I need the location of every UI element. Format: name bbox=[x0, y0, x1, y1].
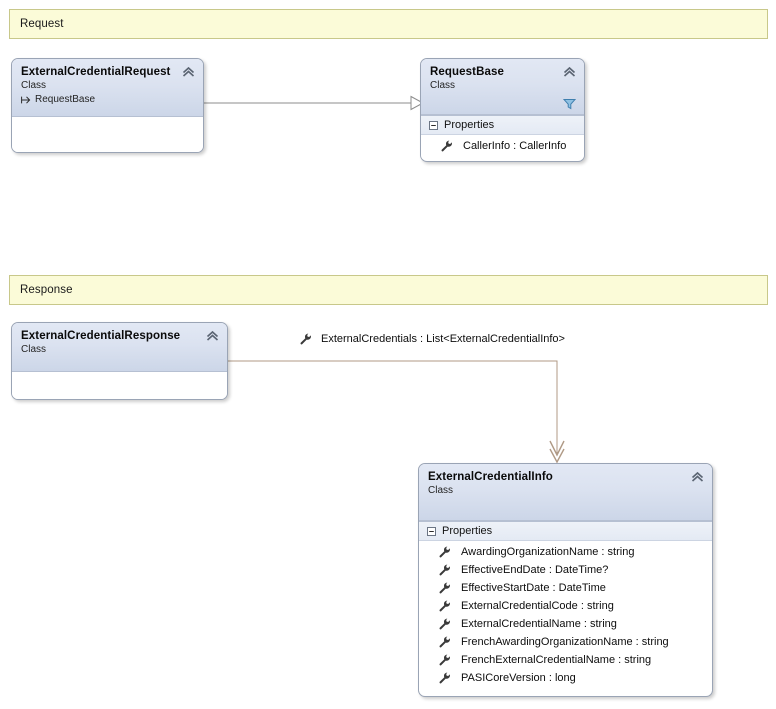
class-stereotype: Class bbox=[21, 80, 47, 91]
connector-inheritance bbox=[204, 95, 425, 111]
band-response[interactable]: Response bbox=[9, 275, 768, 305]
wrench-icon bbox=[439, 654, 450, 666]
member-label: AwardingOrganizationName : string bbox=[461, 546, 635, 558]
class-stereotype: Class bbox=[21, 344, 47, 355]
association-label-text: ExternalCredentials : List<ExternalCrede… bbox=[321, 333, 565, 345]
inheritance-arrow-icon bbox=[21, 95, 31, 104]
wrench-icon bbox=[439, 618, 450, 630]
member-row[interactable]: ExternalCredentialCode : string bbox=[419, 597, 712, 615]
wrench-icon bbox=[439, 672, 450, 684]
member-row[interactable]: EffectiveEndDate : DateTime? bbox=[419, 561, 712, 579]
class-title: RequestBase bbox=[430, 66, 504, 78]
funnel-icon[interactable] bbox=[563, 98, 576, 110]
compartment-label: Properties bbox=[442, 525, 493, 537]
wrench-icon bbox=[300, 333, 311, 345]
compartment-label: Properties bbox=[444, 119, 495, 131]
member-label: FrenchAwardingOrganizationName : string bbox=[461, 636, 669, 648]
member-label: ExternalCredentialName : string bbox=[461, 618, 617, 630]
wrench-icon bbox=[441, 140, 452, 152]
member-row[interactable]: ExternalCredentialName : string bbox=[419, 615, 712, 633]
compartment-properties[interactable]: Properties bbox=[421, 115, 584, 135]
member-row[interactable]: FrenchExternalCredentialName : string bbox=[419, 651, 712, 669]
wrench-icon bbox=[439, 636, 450, 648]
band-request-label: Request bbox=[20, 18, 64, 30]
class-external-credential-response[interactable]: ExternalCredentialResponse Class bbox=[11, 322, 228, 400]
class-header: RequestBase Class bbox=[421, 59, 584, 115]
member-label: PASICoreVersion : long bbox=[461, 672, 576, 684]
band-response-label: Response bbox=[20, 284, 73, 296]
compartment-properties[interactable]: Properties bbox=[419, 521, 712, 541]
class-base-class-label: RequestBase bbox=[35, 94, 96, 105]
class-header: ExternalCredentialResponse Class bbox=[12, 323, 227, 372]
class-stereotype: Class bbox=[430, 80, 456, 91]
member-label: FrenchExternalCredentialName : string bbox=[461, 654, 652, 666]
member-label: EffectiveEndDate : DateTime? bbox=[461, 564, 609, 576]
connector-association bbox=[228, 360, 565, 464]
chevron-up-icon[interactable] bbox=[206, 330, 219, 342]
member-row[interactable]: PASICoreVersion : long bbox=[419, 669, 712, 687]
wrench-icon bbox=[439, 600, 450, 612]
member-list: CallerInfo : CallerInfo bbox=[421, 135, 584, 159]
member-label: CallerInfo : CallerInfo bbox=[463, 140, 567, 152]
member-row[interactable]: EffectiveStartDate : DateTime bbox=[419, 579, 712, 597]
class-request-base[interactable]: RequestBase Class Properties CallerInfo … bbox=[420, 58, 585, 162]
class-base-class: RequestBase bbox=[21, 93, 194, 106]
class-title: ExternalCredentialRequest bbox=[21, 66, 171, 78]
wrench-icon bbox=[439, 564, 450, 576]
member-row[interactable]: FrenchAwardingOrganizationName : string bbox=[419, 633, 712, 651]
chevron-up-icon[interactable] bbox=[691, 471, 704, 483]
wrench-icon bbox=[439, 546, 450, 558]
member-row[interactable]: CallerInfo : CallerInfo bbox=[421, 137, 584, 155]
class-title: ExternalCredentialInfo bbox=[428, 471, 553, 483]
class-header: ExternalCredentialInfo Class bbox=[419, 464, 712, 521]
band-request[interactable]: Request bbox=[9, 9, 768, 39]
chevron-up-icon[interactable] bbox=[182, 66, 195, 78]
member-list: AwardingOrganizationName : string Effect… bbox=[419, 541, 712, 691]
class-header: ExternalCredentialRequest Class RequestB… bbox=[12, 59, 203, 117]
minus-box-icon[interactable] bbox=[429, 120, 438, 130]
chevron-up-icon[interactable] bbox=[563, 66, 576, 78]
wrench-icon bbox=[439, 582, 450, 594]
association-label: ExternalCredentials : List<ExternalCrede… bbox=[300, 333, 565, 345]
class-title: ExternalCredentialResponse bbox=[21, 330, 181, 342]
member-label: ExternalCredentialCode : string bbox=[461, 600, 614, 612]
class-stereotype: Class bbox=[428, 485, 454, 496]
class-external-credential-request[interactable]: ExternalCredentialRequest Class RequestB… bbox=[11, 58, 204, 153]
class-body bbox=[12, 117, 203, 152]
minus-box-icon[interactable] bbox=[427, 526, 436, 536]
member-row[interactable]: AwardingOrganizationName : string bbox=[419, 543, 712, 561]
class-body bbox=[12, 372, 227, 399]
member-label: EffectiveStartDate : DateTime bbox=[461, 582, 606, 594]
class-external-credential-info[interactable]: ExternalCredentialInfo Class Properties … bbox=[418, 463, 713, 697]
